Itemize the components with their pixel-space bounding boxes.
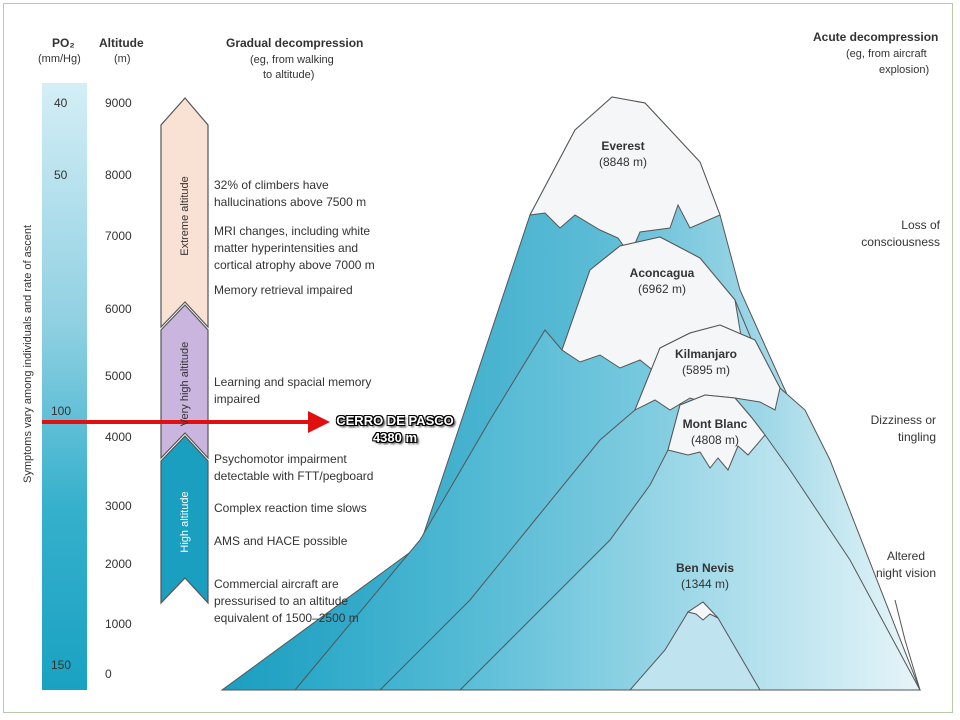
- acute-dizziness: Dizziness or tingling: [870, 413, 936, 444]
- po2-gradient-bar: [42, 83, 87, 690]
- bennevis-name: Ben Nevis: [675, 561, 735, 575]
- cerro-marker-arrowhead: [308, 411, 330, 433]
- po2-header: PO₂: [52, 36, 75, 50]
- acute-subtitle-1: (eg, from aircraft: [846, 48, 927, 60]
- zone-high-label: High altitude: [179, 491, 191, 553]
- acute-night-vision: Altered night vision: [875, 549, 937, 580]
- zone-high-arrow: [160, 435, 209, 605]
- zone-very-high-arrow: [160, 304, 209, 460]
- montblanc-name: Mont Blanc: [682, 417, 748, 431]
- altitude-header: Altitude: [99, 36, 144, 50]
- gradual-subtitle-1: (eg, from walking: [250, 54, 334, 66]
- zone-extreme-arrow: [160, 97, 209, 329]
- altitude-tick-1000: 1000: [105, 617, 132, 631]
- note-mri-changes: MRI changes, including white matter hype…: [214, 224, 375, 272]
- bennevis-altitude: (1344 m): [680, 577, 730, 591]
- montblanc-altitude: (4808 m): [690, 433, 740, 447]
- altitude-tick-6000: 6000: [105, 302, 132, 316]
- gradual-subtitle-2: to altitude): [263, 69, 315, 81]
- zone-very-high-label: Very high altitude: [179, 341, 191, 427]
- gradual-title: Gradual decompression: [226, 36, 364, 50]
- everest-label: Everest (8848 m): [578, 138, 668, 170]
- altitude-tick-5000: 5000: [105, 369, 132, 383]
- note-commercial-aircraft: Commercial aircraft are pressurised to a…: [214, 577, 359, 625]
- bennevis-label: Ben Nevis (1344 m): [660, 560, 750, 592]
- altitude-unit: (m): [114, 53, 131, 65]
- montblanc-label: Mont Blanc (4808 m): [670, 416, 760, 448]
- note-learning-memory: Learning and spacial memory impaired: [214, 375, 372, 406]
- acute-loss-consciousness: Loss of consciousness: [861, 218, 940, 249]
- aconcagua-name: Aconcagua: [629, 266, 695, 280]
- acute-subtitle-2: explosion): [879, 64, 930, 76]
- note-reaction-time: Complex reaction time slows: [214, 501, 367, 515]
- acute-title: Acute decompression: [813, 30, 939, 44]
- po2-tick-150: 150: [51, 658, 72, 672]
- note-psychomotor: Psychomotor impairment detectable with F…: [214, 452, 374, 483]
- kilimanjaro-label: Kilmanjaro (5895 m): [661, 346, 751, 378]
- figure-frame: [3, 3, 953, 713]
- aconcagua-altitude: (6962 m): [637, 282, 687, 296]
- montblanc-snow: [667, 394, 766, 471]
- kilimanjaro-snow: [634, 324, 781, 412]
- everest-snow: [529, 96, 721, 257]
- zone-extreme-label: Extreme altitude: [179, 176, 191, 256]
- note-ams-hace: AMS and HACE possible: [214, 534, 348, 548]
- altitude-tick-4000: 4000: [105, 430, 132, 444]
- po2-tick-50: 50: [54, 168, 68, 182]
- altitude-tick-0: 0: [105, 667, 112, 681]
- po2-unit: (mm/Hg): [38, 53, 81, 65]
- po2-tick-40: 40: [54, 96, 68, 110]
- ridge-line-1: [894, 599, 921, 691]
- cerro-name: CERRO DE PASCO: [336, 413, 454, 428]
- altitude-tick-2000: 2000: [105, 557, 132, 571]
- bennevis-snow: [686, 601, 719, 621]
- cerro-altitude: 4380 m: [372, 430, 418, 445]
- po2-tick-100: 100: [51, 404, 72, 418]
- note-hallucinations: 32% of climbers have hallucinations abov…: [214, 178, 367, 209]
- cerro-de-pasco-label: CERRO DE PASCO 4380 m: [330, 412, 460, 446]
- note-memory-retrieval: Memory retrieval impaired: [214, 283, 353, 297]
- altitude-tick-9000: 9000: [105, 96, 132, 110]
- everest-altitude: (8848 m): [598, 155, 648, 169]
- altitude-tick-3000: 3000: [105, 499, 132, 513]
- kilimanjaro-name: Kilmanjaro: [674, 347, 737, 361]
- altitude-tick-8000: 8000: [105, 168, 132, 182]
- everest-name: Everest: [601, 139, 645, 153]
- kilimanjaro-altitude: (5895 m): [681, 363, 731, 377]
- altitude-tick-7000: 7000: [105, 229, 132, 243]
- aconcagua-label: Aconcagua (6962 m): [617, 265, 707, 297]
